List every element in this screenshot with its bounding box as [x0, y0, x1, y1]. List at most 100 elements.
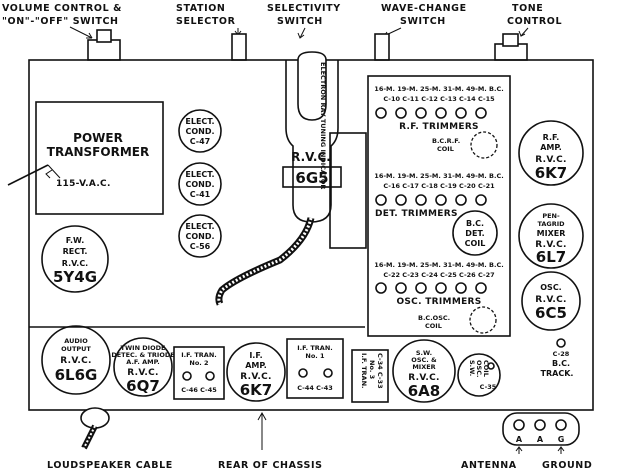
svg-text:ELECT.: ELECT.: [185, 170, 214, 179]
svg-text:PEN-: PEN-: [542, 212, 560, 220]
svg-text:COND.: COND.: [185, 127, 214, 136]
svg-text:C-28: C-28: [553, 350, 570, 358]
sw-osc-coil: S.W. OSC. COIL C-35: [457, 353, 501, 397]
tuning-eye-assembly: ELECTRON RAY TUNING INDICATOR R.V.C. 6G5: [215, 51, 367, 306]
osc-coil-label-2: COIL: [425, 322, 442, 330]
rectifier-tube: F.W. RECT. R.V.C. 5Y4G: [41, 225, 109, 293]
label-rear: REAR OF CHASSIS: [218, 460, 323, 471]
svg-text:DETEC. & TRIODE: DETEC. & TRIODE: [111, 351, 174, 359]
svg-text:6L7: 6L7: [536, 248, 566, 266]
rf-title: R.F. TRIMMERS: [399, 122, 479, 132]
svg-text:COND.: COND.: [185, 180, 214, 189]
label-arrows: [69, 26, 529, 39]
svg-text:COIL: COIL: [482, 360, 490, 377]
label-volume-line2: "ON"-"OFF" SWITCH: [2, 16, 119, 27]
svg-text:R.V.C.: R.V.C.: [240, 372, 272, 382]
det-coil: B.C. DET. COIL: [452, 210, 498, 256]
eye-tube-band: [282, 166, 342, 188]
rf-coil-label: B.C.R.F.: [432, 137, 460, 145]
terminal-a2: A: [537, 435, 544, 444]
if-transformer-3: I.F. TRAN. No. 3 C-34 C-33: [351, 349, 389, 403]
detector-af-tube: TWIN DIODE DETEC. & TRIODE A.F. AMP. R.V…: [111, 337, 175, 397]
svg-text:6C5: 6C5: [535, 304, 567, 322]
svg-text:ELECT.: ELECT.: [185, 222, 214, 231]
svg-text:TRACK.: TRACK.: [541, 369, 574, 378]
svg-text:5Y4G: 5Y4G: [53, 268, 97, 286]
label-wave-line1: WAVE-CHANGE: [381, 3, 467, 14]
svg-text:R.V.C.: R.V.C.: [535, 240, 567, 250]
ac-input-label: 115-V.A.C.: [56, 179, 111, 189]
audio-output-tube: AUDIO OUTPUT R.V.C. 6L6G: [41, 325, 111, 395]
svg-text:I.F.: I.F.: [249, 351, 262, 360]
svg-text:R.V.C.: R.V.C.: [408, 373, 440, 383]
svg-text:R.V.C.: R.V.C.: [535, 155, 567, 165]
label-ground: GROUND: [542, 460, 592, 471]
if-transformer-1: I.F. TRAN. No. 1 C-44 C-43: [286, 338, 344, 399]
svg-text:B.C.: B.C.: [466, 219, 484, 228]
rf-caps: C-10 C-11 C-12 C-13 C-14 C-15: [383, 95, 495, 103]
svg-text:No. 3: No. 3: [368, 360, 376, 379]
label-station-line2: SELECTOR: [176, 16, 236, 27]
svg-text:No. 2: No. 2: [189, 359, 208, 367]
terminal-g: G: [558, 435, 565, 444]
svg-text:OSC. &: OSC. &: [411, 356, 437, 364]
trimmer-panel: 16-M. 19-M. 25-M. 31-M. 49-M. B.C. C-10 …: [367, 75, 511, 337]
svg-text:6L6G: 6L6G: [55, 366, 98, 384]
eye-bracket: [329, 132, 367, 249]
rf-trimmer-row: [375, 107, 487, 119]
svg-text:TWIN DIODE: TWIN DIODE: [121, 344, 166, 352]
svg-text:COND.: COND.: [185, 232, 214, 241]
ac-cord-lead: [47, 164, 61, 179]
rf-coil-label-2: COIL: [437, 145, 454, 153]
if-amp-tube: I.F. AMP. R.V.C. 6K7: [226, 342, 286, 402]
svg-text:C-35: C-35: [480, 383, 497, 391]
svg-text:MIXER: MIXER: [412, 363, 435, 371]
condenser-c47: ELECT. COND. C-47: [178, 109, 222, 153]
svg-text:C-47: C-47: [190, 137, 211, 146]
condensers: ELECT. COND. C-47 ELECT. COND. C-41 ELEC…: [178, 109, 222, 258]
svg-text:6K7: 6K7: [535, 164, 568, 182]
svg-text:OUTPUT: OUTPUT: [61, 345, 91, 353]
svg-text:R.V.C.: R.V.C.: [127, 368, 159, 378]
osc-tube: OSC. R.V.C. 6C5: [521, 271, 581, 331]
terminal-a1: A: [516, 435, 523, 444]
bottom-labels: LOUDSPEAKER CABLE REAR OF CHASSIS ANTENN…: [47, 460, 592, 471]
svg-text:B.C.: B.C.: [552, 359, 570, 368]
osc-bands: 16-M. 19-M. 25-M. 31-M. 49-M. B.C.: [374, 261, 503, 269]
rf-amp-tube: R.F. AMP. R.V.C. 6K7: [518, 120, 584, 186]
label-wave-line2: SWITCH: [400, 16, 446, 27]
svg-text:I.F. TRAN.: I.F. TRAN.: [297, 344, 332, 352]
condenser-c56: ELECT. COND. C-56: [178, 214, 222, 258]
sw-osc-mixer-tube: S.W. OSC. & MIXER R.V.C. 6A8: [392, 339, 456, 403]
det-trimmer-row: [375, 194, 487, 206]
svg-text:TAGRID: TAGRID: [537, 220, 565, 228]
wave-shaft: [374, 33, 390, 61]
osc-title: OSC. TRIMMERS: [396, 297, 481, 307]
svg-text:C-44 C-43: C-44 C-43: [297, 384, 333, 392]
power-transformer-box: [35, 101, 164, 215]
label-selectivity-line1: SELECTIVITY: [267, 3, 341, 14]
svg-text:6A8: 6A8: [408, 382, 440, 400]
antenna-terminals: A A G: [502, 412, 580, 454]
label-speaker-cable: LOUDSPEAKER CABLE: [47, 460, 173, 471]
osc-coil: [469, 306, 497, 334]
label-antenna: ANTENNA: [461, 460, 517, 471]
bottom-row: AUDIO OUTPUT R.V.C. 6L6G TWIN DIODE DETE…: [41, 325, 501, 403]
det-title: DET. TRIMMERS: [375, 209, 458, 219]
power-transformer: POWER TRANSFORMER 115-V.A.C.: [7, 101, 164, 215]
svg-text:AMP.: AMP.: [540, 143, 562, 152]
eye-tube-label: ELECTRON RAY TUNING INDICATOR: [319, 62, 327, 189]
svg-text:MIXER: MIXER: [537, 229, 566, 238]
right-tubes: R.F. AMP. R.V.C. 6K7 PEN- TAGRID MIXER R…: [518, 120, 584, 378]
rear-arrow: [257, 411, 267, 450]
terminal-strip: [502, 412, 580, 446]
label-volume-line1: VOLUME CONTROL &: [2, 3, 122, 14]
if-transformer-2: I.F. TRAN. No. 2 C-46 C-45: [173, 346, 225, 400]
svg-text:C-46 C-45: C-46 C-45: [181, 386, 217, 394]
det-caps: C-16 C-17 C-18 C-19 C-20 C-21: [383, 182, 495, 190]
svg-text:S.W.: S.W.: [416, 349, 432, 357]
ac-cord: [7, 164, 49, 186]
condenser-c41: ELECT. COND. C-41: [178, 162, 222, 206]
svg-text:A.F. AMP.: A.F. AMP.: [126, 358, 159, 366]
station-shaft: [231, 33, 247, 61]
